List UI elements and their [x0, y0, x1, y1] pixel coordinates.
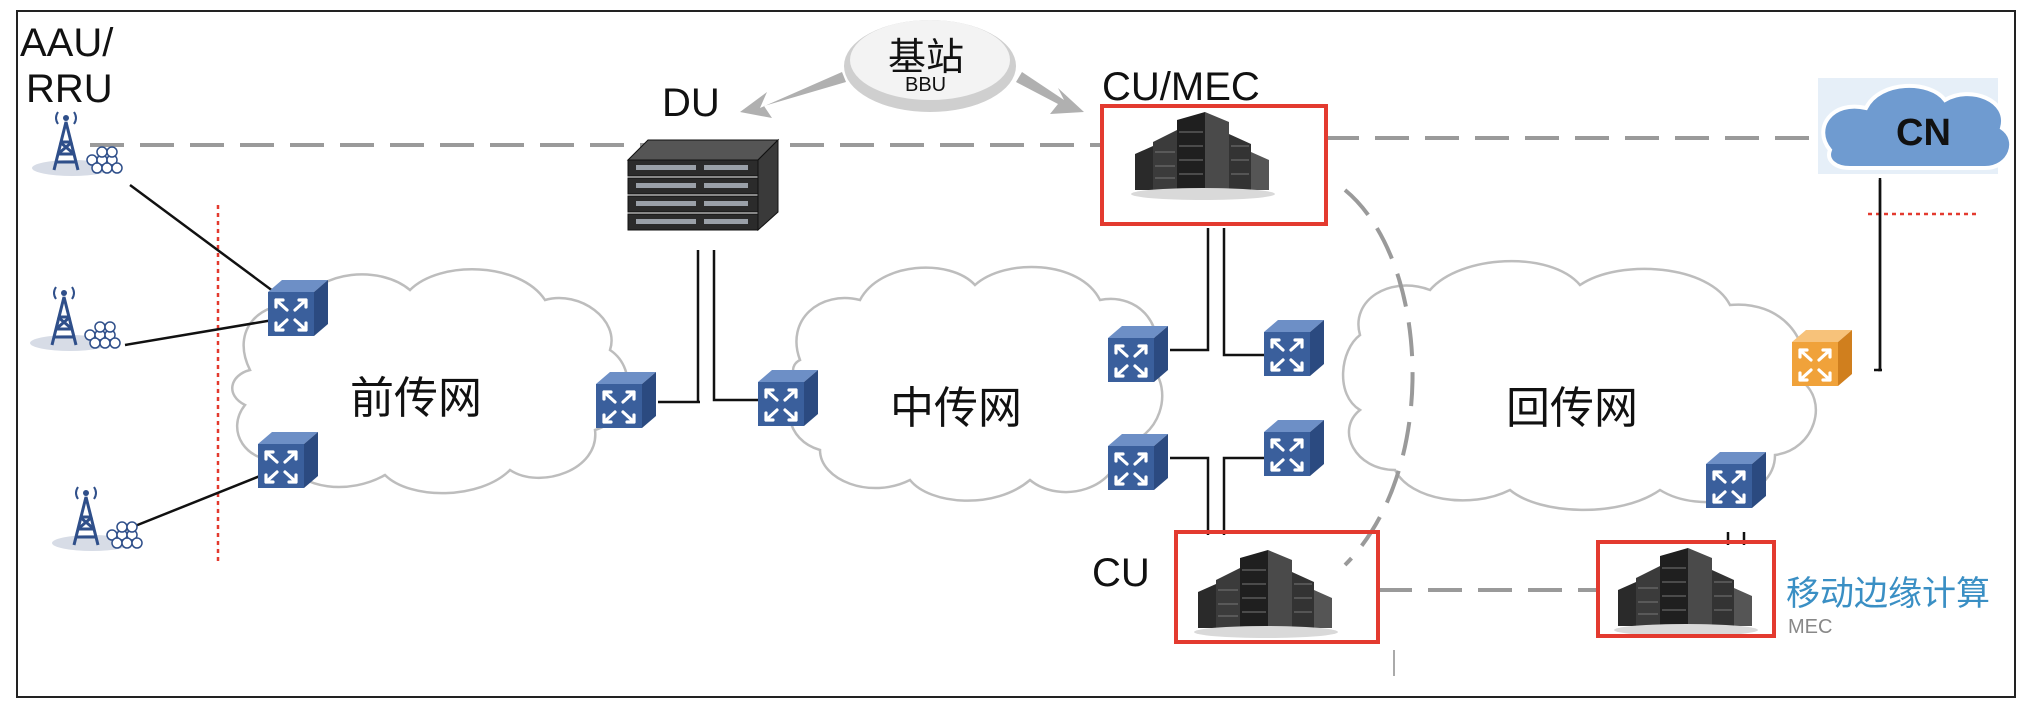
switch-icon-bh-left-bottom: [1262, 418, 1326, 478]
switch-icon-fh-right: [594, 370, 658, 430]
du-rack-icon: [627, 139, 779, 231]
cumec-highlight-box: [1100, 104, 1328, 226]
switch-icon-mh-right-top: [1106, 324, 1170, 384]
aau-rru-label-line2: RRU: [26, 67, 113, 111]
link-du-midhaul: [696, 250, 760, 402]
link-cn-v: [1874, 180, 1882, 372]
switch-icon-fh-bottom: [256, 430, 320, 490]
link-aau2-switch: [124, 316, 286, 347]
switch-icon-bh-left-top: [1262, 318, 1326, 378]
bbu-arrows: [740, 72, 1084, 118]
dashed-arc: [1343, 188, 1415, 567]
link-switches-cu: [1170, 456, 1268, 535]
cumec-server-icon: [1130, 111, 1276, 201]
link-aau1-switch: [129, 183, 286, 302]
tower-icon-2: [28, 285, 122, 353]
du-label: DU: [662, 81, 720, 125]
switch-icon-fh-top: [266, 278, 330, 338]
switch-icon-mh-left: [756, 368, 820, 428]
cu-mec-label: CU/MEC: [1102, 65, 1260, 109]
backhaul-cloud: [1341, 260, 1817, 512]
tower-icon-3: [50, 485, 144, 553]
mec-highlight-box: [1596, 540, 1776, 638]
backhaul-label: 回传网: [1506, 384, 1638, 433]
mec-server-icon: [1613, 547, 1759, 637]
cu-label: CU: [1092, 551, 1150, 595]
switch-icon-orange: [1790, 328, 1854, 388]
link-cumec-switches: [1170, 228, 1268, 357]
cn-label: CN: [1896, 112, 1951, 154]
mec-chinese-label: 移动边缘计算: [1786, 575, 1990, 613]
base-station-label: 基站: [888, 37, 965, 79]
aau-rru-label-line1: AAU/: [20, 21, 114, 65]
mec-english-label: MEC: [1788, 616, 1833, 638]
bbu-label: BBU: [905, 74, 947, 96]
switch-icon-mh-right-bottom: [1106, 432, 1170, 492]
cu-server-icon: [1193, 549, 1339, 639]
cu-highlight-box: [1174, 530, 1380, 644]
bbu-bubble: [844, 20, 1016, 112]
cn-cloud-icon: [1818, 78, 2014, 174]
link-aau3-switch: [124, 468, 276, 532]
fronthaul-label: 前传网: [350, 374, 482, 423]
midhaul-label: 中传网: [890, 384, 1022, 433]
switch-icon-bh-right: [1704, 450, 1768, 510]
